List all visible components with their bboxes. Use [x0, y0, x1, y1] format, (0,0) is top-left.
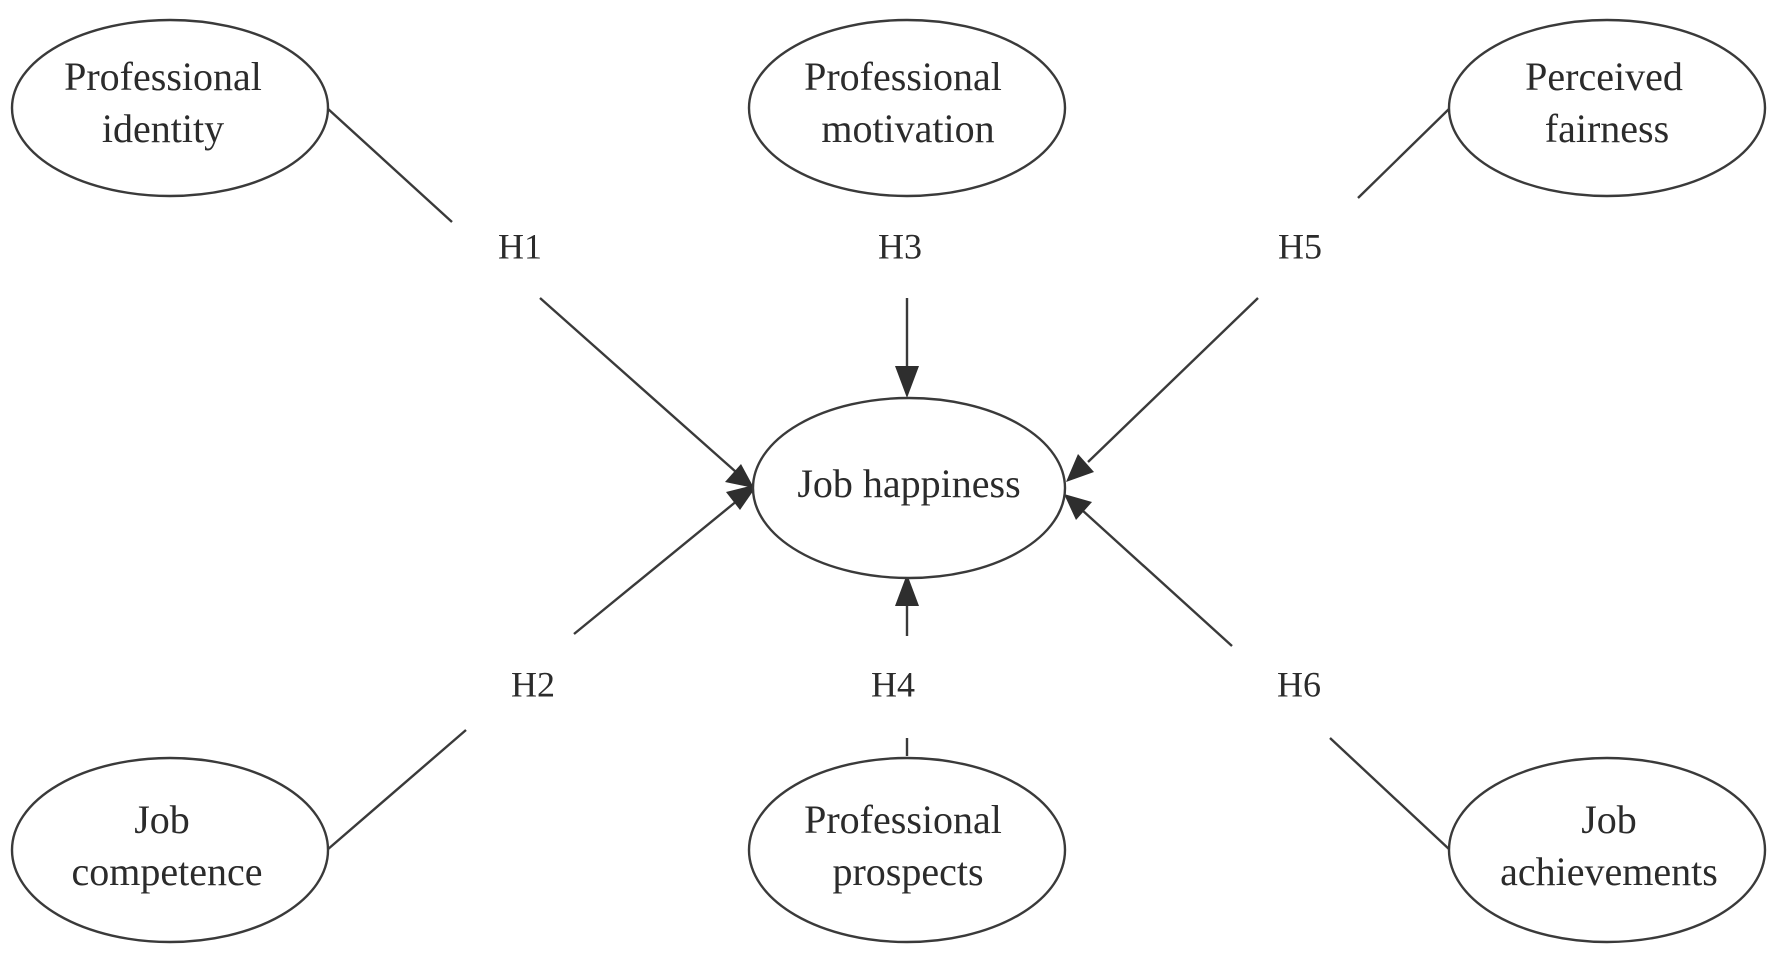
- edge-identity-to-h1: [326, 107, 453, 223]
- node-professional-motivation: Professional motivation: [747, 18, 1067, 198]
- arrow-head-h1: [725, 464, 754, 488]
- node-label-line-1: Perceived: [1525, 54, 1683, 99]
- node-ellipse: [1447, 18, 1767, 198]
- node-label-line-2: identity: [102, 106, 224, 151]
- edge-h2-to-happiness: [573, 499, 739, 635]
- hypothesis-label-h1: H1: [498, 226, 542, 266]
- arrow-head-h3: [895, 366, 919, 398]
- node-ellipse: [751, 396, 1067, 580]
- edge-fairness-to-h5: [1357, 107, 1451, 199]
- node-label-line-2: competence: [72, 849, 263, 894]
- node-label-line-1: Job happiness: [797, 461, 1020, 506]
- node-label-line-1: Job: [134, 797, 190, 842]
- edge-h1-to-happiness: [539, 297, 737, 473]
- node-label-line-1: Job: [1581, 797, 1637, 842]
- hypothesis-label-h4: H4: [871, 664, 915, 704]
- node-label-line-1: Professional: [64, 54, 262, 99]
- node-professional-prospects: Professional prospects: [747, 756, 1067, 944]
- node-ellipse: [1447, 756, 1767, 944]
- arrow-head-h6: [1064, 494, 1092, 520]
- arrow-head-h5: [1066, 454, 1094, 482]
- edge-competence-to-h2: [326, 729, 467, 851]
- node-ellipse: [747, 18, 1067, 198]
- edge-achievements-to-h6: [1329, 737, 1451, 851]
- node-label-line-1: Professional: [804, 797, 1002, 842]
- node-job-happiness: Job happiness: [751, 396, 1067, 580]
- node-label-line-2: achievements: [1500, 849, 1718, 894]
- arrow-head-h2: [726, 484, 758, 510]
- node-label-line-2: motivation: [821, 106, 994, 151]
- hypothesis-label-h2: H2: [511, 664, 555, 704]
- node-perceived-fairness: Perceived fairness: [1447, 18, 1767, 198]
- node-ellipse: [747, 756, 1067, 944]
- arrow-head-h4: [895, 574, 919, 606]
- node-label-line-1: Professional: [804, 54, 1002, 99]
- node-professional-identity: Professional identity: [10, 18, 330, 198]
- edges: [326, 107, 1451, 851]
- node-label-line-2: fairness: [1545, 106, 1669, 151]
- node-ellipse: [10, 18, 330, 198]
- edge-h5-to-happiness: [1087, 297, 1259, 463]
- node-label-line-2: prospects: [832, 849, 983, 894]
- hypothesis-label-h5: H5: [1278, 226, 1322, 266]
- node-ellipse: [10, 756, 330, 944]
- hypothesis-label-h3: H3: [878, 226, 922, 266]
- hypothesis-labels: H1 H3 H5 H2 H4 H6: [498, 226, 1322, 704]
- edge-h6-to-happiness: [1081, 509, 1233, 647]
- hypothesis-label-h6: H6: [1277, 664, 1321, 704]
- node-job-achievements: Job achievements: [1447, 756, 1767, 944]
- node-job-competence: Job competence: [10, 756, 330, 944]
